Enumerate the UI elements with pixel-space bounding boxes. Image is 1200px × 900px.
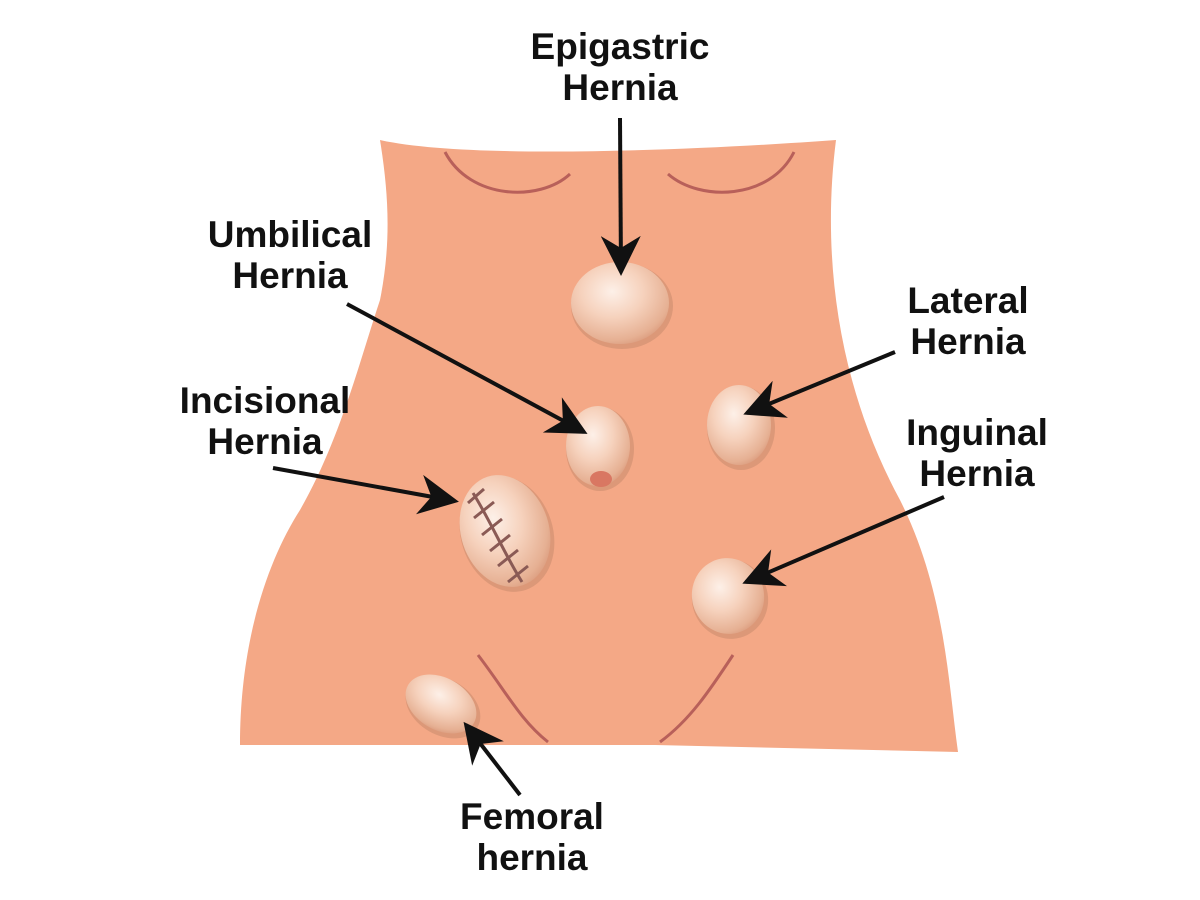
right-chest-line [667,151,796,194]
label-epigastric: Epigastric Hernia [510,26,730,108]
incisional-arrow [272,466,459,515]
left-chest-line [443,151,572,194]
label-incisional: Incisional Hernia [140,380,390,462]
label-inguinal: Inguinal Hernia [862,412,1092,494]
epigastric-arrow [600,117,641,276]
femoral-arrow [463,721,522,797]
incisional-bulge [459,475,555,592]
label-lateral-line2: Hernia [910,321,1026,362]
label-incisional-line2: Hernia [207,421,323,462]
arrows [272,117,945,797]
femoral-bulge [405,674,481,739]
label-femoral-line1: Femoral [460,796,604,837]
scar-stitches [467,487,529,584]
left-groin-line [476,654,549,744]
inguinal-arrow [742,495,945,587]
incision-scar [471,492,524,583]
label-lateral-line1: Lateral [907,280,1029,321]
label-epigastric-line1: Epigastric [530,26,710,67]
label-femoral-line2: hernia [476,837,588,878]
label-incisional-line1: Incisional [179,380,351,421]
label-umbilical-line2: Hernia [232,255,348,296]
epigastric-bulge [571,262,673,349]
label-lateral: Lateral Hernia [868,280,1068,362]
right-groin-line [659,654,735,744]
label-inguinal-line1: Inguinal [906,412,1048,453]
label-femoral: Femoral hernia [422,796,642,878]
label-umbilical-line1: Umbilical [207,214,373,255]
label-epigastric-line2: Hernia [562,67,678,108]
lateral-arrow [743,350,896,418]
label-inguinal-line2: Hernia [919,453,1035,494]
navel [590,471,612,487]
label-umbilical: Umbilical Hernia [180,214,400,296]
umbilical-arrow [346,302,588,434]
